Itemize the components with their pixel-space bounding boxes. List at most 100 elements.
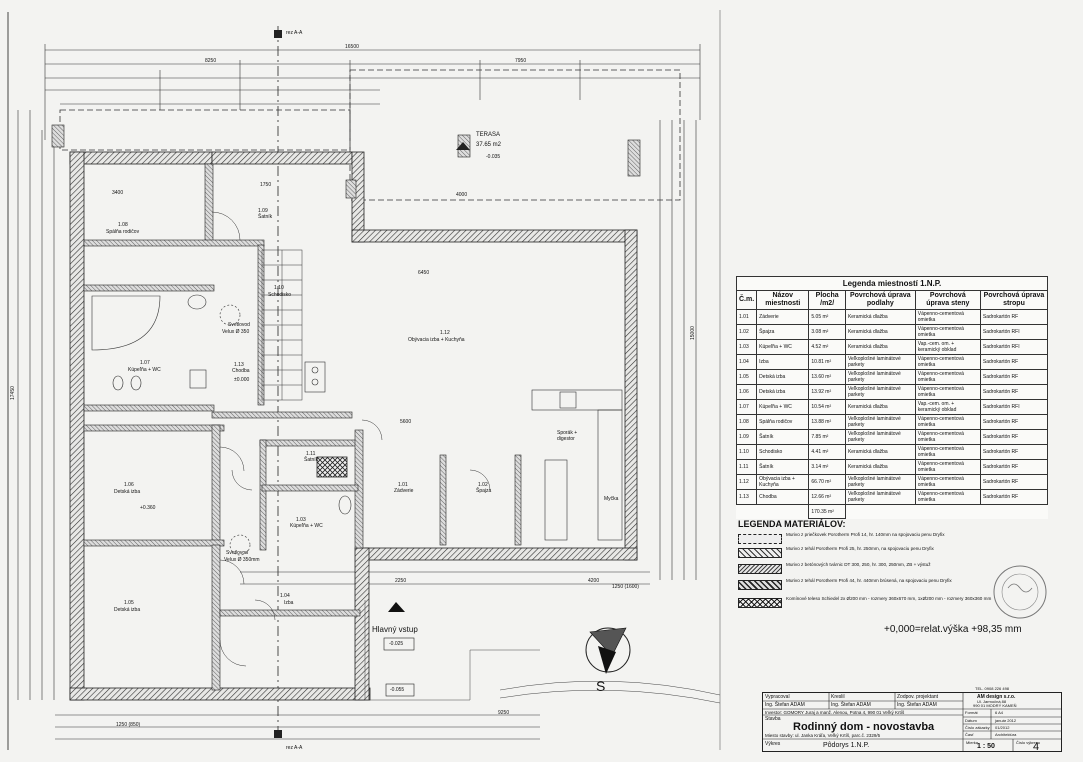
- legend-header: Povrchová úprava podlahy: [844, 290, 916, 310]
- room-name-1-08: Spálňa rodičov: [106, 229, 140, 235]
- legend-cell: 3.14 m²: [808, 459, 846, 475]
- legend-cell: 5.05 m²: [808, 309, 846, 325]
- legend-cell: Veľkoplošné laminátové parkety: [844, 414, 916, 430]
- section-mark-bottom: rez A-A: [286, 745, 303, 751]
- format-value: 6 A4: [995, 710, 1004, 715]
- legend-cell: Izba: [756, 354, 810, 370]
- legend-header: Č.m.: [735, 290, 758, 310]
- material-row: Murivo z betónových tvárnic DT 300, 250,…: [738, 562, 1038, 576]
- address: Ul. Jarmočná 88: [977, 699, 1007, 704]
- material-row: Murivo z tehál Porotherm Profi 25, hr. 2…: [738, 546, 1038, 560]
- date-value: január 2012: [995, 718, 1017, 723]
- left-dimensions: [17, 110, 55, 700]
- room-tag-1-06: 1.06: [124, 482, 134, 488]
- bathroom-fixtures: [91, 294, 352, 515]
- legend-cell: Vápenno-cementová omietka: [914, 369, 981, 385]
- dim-t3: 3400: [112, 190, 124, 196]
- room-tag-1-02: 1.02: [478, 482, 488, 488]
- legend-cell: Vápenno-cementová omietka: [914, 414, 981, 430]
- legend-cell: Sadrokartón RF: [979, 309, 1049, 325]
- legend-cell: Veľkoplošné laminátové parkety: [844, 489, 916, 505]
- room-name-1-03: Kúpeľňa + WC: [290, 523, 323, 529]
- order-value: 01/2012: [995, 725, 1010, 730]
- legend-cell: Keramická dlažba: [844, 399, 916, 415]
- legend-cell: Sadrokartón RF: [979, 459, 1049, 475]
- project-name: Rodinný dom - novostavba: [793, 721, 935, 733]
- terrace-outline: [349, 69, 681, 201]
- legend-cell: 1.06: [735, 384, 758, 400]
- dim-right: 7950: [515, 58, 527, 64]
- part-value: Architektúra: [995, 732, 1017, 737]
- room-tag-1-09: 1.09: [258, 208, 268, 214]
- checked-by: Ing. Štefan ADAM: [831, 702, 871, 708]
- material-text: Komínové teleso Schiedel 2x Ø200 mm - ro…: [786, 596, 992, 601]
- doors: [211, 211, 491, 667]
- legend-cell: Veľkoplošné laminátové parkety: [844, 354, 916, 370]
- dim-right-side: 15000: [690, 326, 696, 340]
- room-name-1-12: Obývacia izba + Kuchyňa: [408, 337, 465, 343]
- legend-cell: Kúpeľňa + WC: [756, 399, 810, 415]
- room-name-1-06: Detská izba: [114, 489, 141, 495]
- room-name-1-13: Chodba: [232, 368, 250, 374]
- legend-cell: Keramická dlažba: [844, 459, 916, 475]
- legend-cell: 1.10: [735, 444, 758, 460]
- dim-t5: 6450: [418, 270, 430, 276]
- legend-cell: Detská izba: [756, 369, 810, 385]
- legend-cell: Sadrokartón RFI: [979, 339, 1049, 355]
- site: Miesto stavby: ul. Janka Kráľa, Veľký Kr…: [765, 733, 881, 738]
- legend-cell: Sadrokartón RF: [979, 429, 1049, 445]
- level-room: +0.360: [140, 505, 156, 511]
- legend-cell: Špajza: [756, 324, 810, 340]
- legend-cell: 4.52 m²: [808, 339, 846, 355]
- material-text: Murivo z priečkovek Porotherm Profi 14, …: [786, 532, 945, 537]
- material-text: Murivo z betónových tvárnic DT 300, 250,…: [786, 562, 931, 567]
- legend-cell: Sadrokartón RF: [979, 414, 1049, 430]
- title-block-grid: [763, 693, 1061, 751]
- legend-cell: 4.41 m²: [808, 444, 846, 460]
- room-tag-1-08: 1.08: [118, 222, 128, 228]
- light-well-2-dim: Velux Ø 350mm: [224, 557, 260, 563]
- room-legend-table: Legenda miestností 1.N.P. Č.m. Názov mie…: [735, 276, 1049, 519]
- order-label: Číslo zákazky: [965, 725, 990, 730]
- legend-cell: Veľkoplošné laminátové parkety: [844, 384, 916, 400]
- drawing-name: Pôdorys 1.N.P.: [823, 742, 870, 749]
- light-well-2: [229, 534, 251, 556]
- legend-cell: Vápenno-cementová omietka: [914, 309, 981, 325]
- room-tag-1-04: 1.04: [280, 593, 290, 599]
- dim-b4: 9250: [498, 710, 510, 716]
- dim-t2: 4000: [456, 192, 468, 198]
- legend-cell: Sadrokartón RF: [979, 354, 1049, 370]
- part-label: Časť: [965, 732, 974, 737]
- legend-cell: Sadrokartón RFI: [979, 324, 1049, 340]
- terrace-level: -0.035: [486, 154, 501, 160]
- legend-cell: Vápenno-cementová omietka: [914, 429, 981, 445]
- legend-cell: Keramická dlažba: [844, 444, 916, 460]
- checked-label: Kreslil: [831, 694, 845, 700]
- room-name-1-11: Šatník: [304, 457, 319, 463]
- entrance-path: [364, 600, 721, 704]
- legend-header: Povrchová úprava stropu: [979, 290, 1049, 310]
- legend-cell: Obývacia izba + Kuchyňa: [756, 474, 810, 490]
- legend-cell: 1.13: [735, 489, 758, 505]
- legend-cell: 1.01: [735, 309, 758, 325]
- legend-header: Plocha /m2/: [808, 290, 846, 310]
- room-tag-1-05: 1.05: [124, 600, 134, 606]
- legend-header: Povrchová úprava steny: [914, 290, 981, 310]
- light-well-2-label: Svetlovod: [226, 550, 248, 556]
- legend-cell: Šatník: [756, 429, 810, 445]
- drawn-label: Vypracoval: [765, 694, 790, 700]
- legend-cell: Veľkoplošné laminátové parkety: [844, 429, 916, 445]
- north-arrow: [585, 627, 631, 674]
- top-dimensions: [44, 44, 701, 140]
- exterior-walls: [69, 151, 638, 701]
- right-dimensions: [659, 120, 697, 580]
- material-swatch: [738, 548, 782, 558]
- scale-value: 1 : 50: [977, 743, 995, 750]
- legend-cell: 1.11: [735, 459, 758, 475]
- investor: Investor: GOMORY Juraj a manž. Alenou, P…: [765, 710, 905, 715]
